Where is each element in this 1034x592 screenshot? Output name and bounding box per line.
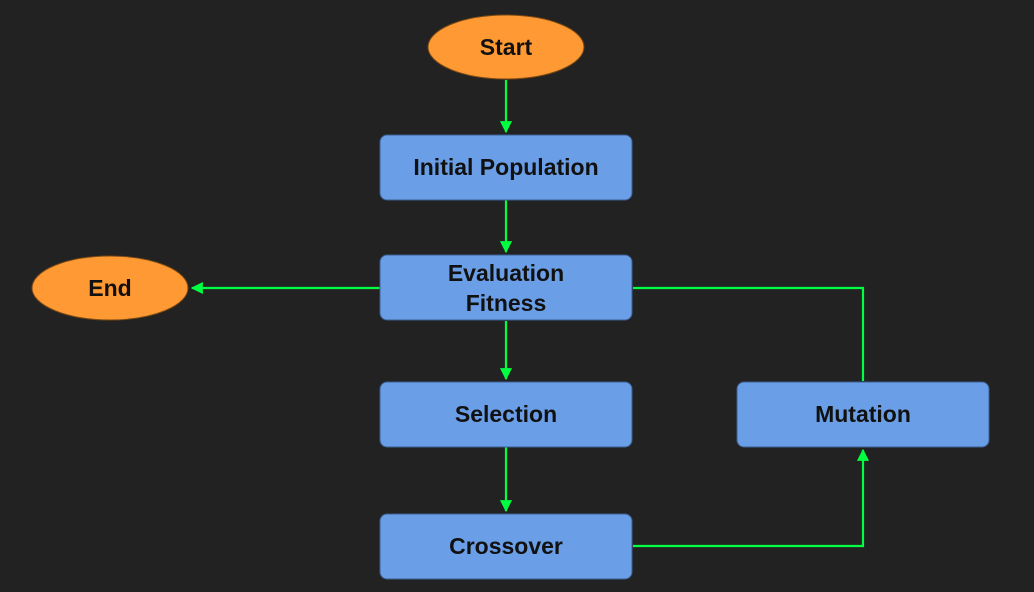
evaluation-fitness-node-label-line1: Evaluation xyxy=(448,260,564,286)
evaluation-fitness-node-shape xyxy=(379,254,633,321)
start-node: Start xyxy=(427,14,585,80)
selection-node-shape xyxy=(379,381,633,448)
edge-crossover-to-mutation xyxy=(633,448,870,548)
evaluation-fitness-node: Evaluation Fitness xyxy=(379,254,633,321)
selection-node-label: Selection xyxy=(455,401,557,427)
mutation-node: Mutation xyxy=(736,381,990,448)
start-node-shape xyxy=(427,14,585,80)
crossover-node: Crossover xyxy=(379,513,633,580)
evaluation-fitness-node-label-line2: Fitness xyxy=(466,290,547,316)
crossover-node-shape xyxy=(379,513,633,580)
edge-mutation-to-evaluation xyxy=(633,286,865,381)
end-node-label: End xyxy=(88,275,131,301)
crossover-node-label: Crossover xyxy=(449,533,563,559)
mutation-node-shape xyxy=(736,381,990,448)
mutation-node-label: Mutation xyxy=(815,401,911,427)
end-node-shape xyxy=(31,255,189,321)
edges xyxy=(190,80,870,548)
start-node-label: Start xyxy=(480,34,533,60)
initial-population-node: Initial Population xyxy=(379,134,633,201)
initial-population-node-shape xyxy=(379,134,633,201)
initial-population-node-label: Initial Population xyxy=(413,154,598,180)
selection-node: Selection xyxy=(379,381,633,448)
end-node: End xyxy=(31,255,189,321)
